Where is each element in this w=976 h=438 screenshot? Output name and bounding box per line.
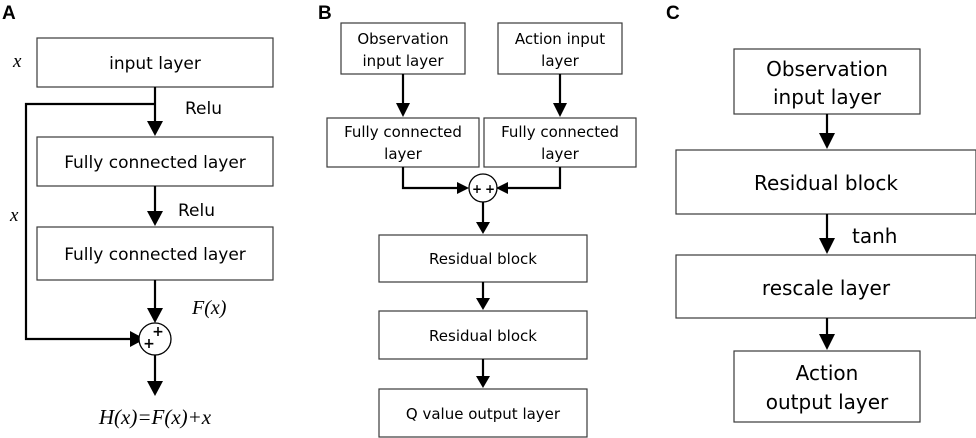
panel-a-fc2-box — [36, 226, 274, 281]
panel-c-obs-input-line2: input layer — [773, 85, 882, 109]
panel-b-sum-plus-left: + — [472, 182, 482, 196]
panel-c-arrowhead-output — [819, 334, 835, 350]
panel-b-residual2-label: Residual block — [429, 327, 537, 345]
panel-c-rescale-label: rescale layer — [762, 276, 891, 300]
panel-b-label: B — [318, 3, 332, 24]
panel-b-fc-right-line1: Fully connected — [501, 123, 619, 141]
panel-a-arrowhead-fc1 — [147, 121, 163, 136]
panel-b-residual1-label: Residual block — [429, 250, 537, 268]
panel-b-residual1-box — [378, 234, 588, 283]
panel-a-sum-plus-top: + — [152, 324, 164, 340]
panel-c-label: C — [666, 3, 680, 24]
panel-a-input-layer-box — [36, 37, 274, 88]
panel-b-obs-input-box — [340, 22, 466, 75]
panel-a-fc1-label: Fully connected layer — [64, 153, 246, 173]
panel-b-arrowhead-res1 — [476, 222, 490, 234]
panel-b-arrowhead-fc-left — [396, 103, 410, 117]
panel-b-fc-left-line1: Fully connected — [344, 123, 462, 141]
panel-b-fc-left-line2: layer — [384, 145, 422, 163]
panel-b-q-output-label: Q value output layer — [406, 405, 561, 423]
panel-a-fx: F(x) — [191, 297, 227, 319]
panel-c-action-output-line1: Action — [796, 361, 859, 385]
panel-b-arrowhead-sum-left — [457, 182, 469, 194]
panel-a-sum-plus-left: + — [143, 336, 155, 352]
panel-a-skip-arrowhead — [130, 331, 145, 347]
panel-b-fc-right-box — [483, 117, 637, 168]
panel-a-input-layer-label: input layer — [109, 54, 201, 74]
panel-a-input-var: x — [12, 51, 22, 72]
panel-b-arrowhead-sum-right — [496, 182, 508, 194]
panel-c-residual-label: Residual block — [754, 171, 898, 195]
panel-b-arrowhead-output — [476, 376, 490, 388]
panel-a-act2: Relu — [178, 201, 215, 221]
panel-b-action-input-line2: layer — [541, 52, 579, 70]
panel-a-arrowhead-sum — [147, 308, 163, 323]
panel-b-action-input-box — [497, 22, 623, 75]
panel-b-q-output-box — [378, 388, 588, 438]
panel-a-fc1-box — [36, 136, 274, 187]
panel-a-label: A — [2, 3, 16, 24]
panel-b-arrowhead-fc-right — [553, 103, 567, 117]
panel-c-act: tanh — [852, 224, 897, 248]
panel-c-residual-box — [675, 149, 976, 215]
panel-b-line-fc-right-sum — [506, 167, 562, 190]
panel-c-obs-input-line1: Observation — [766, 57, 888, 81]
panel-c-arrowhead-res — [819, 133, 835, 149]
panel-c-arrowhead-rescale — [819, 238, 835, 254]
panel-b-fc-right-line2: layer — [541, 145, 579, 163]
panel-b-line-fc-left-sum — [401, 167, 459, 190]
panel-a-arrowhead-fc2 — [147, 211, 163, 226]
panel-c-obs-input-box — [733, 48, 921, 115]
panel-a-arrowhead-output — [147, 381, 163, 396]
panel-c-action-output-box — [733, 350, 921, 423]
panel-b-fc-left-box — [326, 117, 480, 168]
panel-b-arrowhead-res2 — [476, 298, 490, 310]
panel-a-skip-connection — [24, 102, 155, 341]
panel-a-act1: Relu — [185, 99, 222, 119]
panel-b-obs-input-line1: Observation — [357, 30, 448, 48]
panel-a-fc2-label: Fully connected layer — [64, 245, 246, 265]
panel-b-sum-plus-right: + — [485, 182, 495, 196]
panel-a-skip-var: x — [9, 205, 19, 226]
panel-b-residual2-box — [378, 310, 588, 360]
panel-b-action-input-line1: Action input — [515, 30, 605, 48]
panel-b-obs-input-line2: input layer — [363, 52, 445, 70]
panel-c-action-output-line2: output layer — [766, 390, 889, 414]
panel-c-rescale-box — [675, 254, 976, 319]
panel-a-output: H(x)=F(x)+x — [98, 405, 212, 429]
